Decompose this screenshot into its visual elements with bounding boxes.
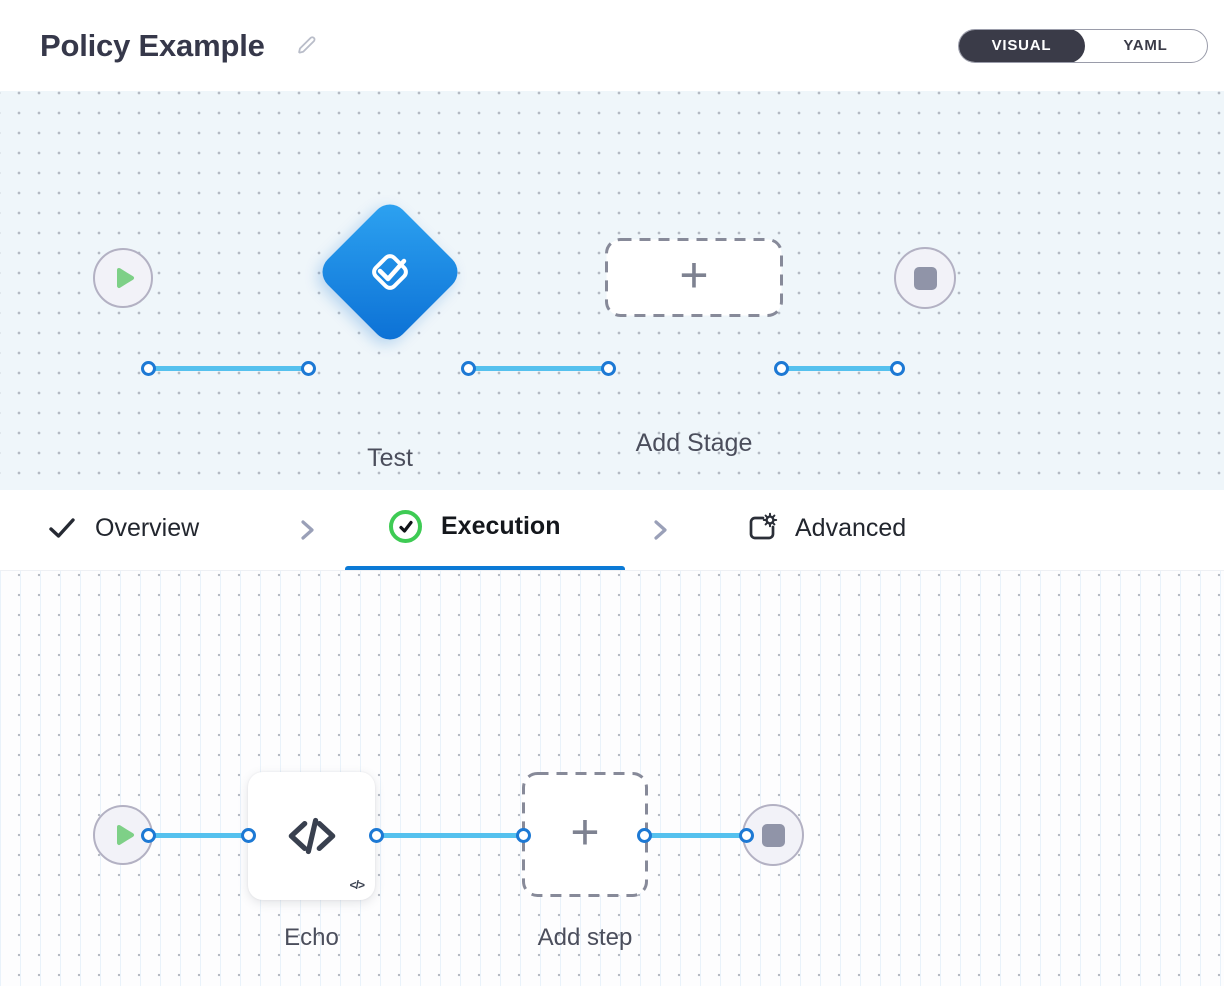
connector-line xyxy=(644,832,746,838)
tab-execution-label: Execution xyxy=(441,512,561,540)
connector-port[interactable] xyxy=(140,827,156,843)
advanced-settings-icon xyxy=(749,512,778,540)
connector-port[interactable] xyxy=(460,360,476,376)
add-step-button[interactable]: + xyxy=(522,772,648,897)
play-icon xyxy=(117,825,134,845)
connector-line xyxy=(376,832,523,838)
yaml-toggle-button[interactable]: YAML xyxy=(1123,37,1168,54)
plus-icon: + xyxy=(679,246,709,303)
visual-yaml-toggle: VISUAL YAML xyxy=(958,28,1208,63)
tab-advanced-label: Advanced xyxy=(795,513,907,542)
pipeline-start-node[interactable] xyxy=(93,248,153,308)
connector-port[interactable] xyxy=(738,827,754,843)
tab-execution[interactable]: Execution xyxy=(389,510,560,543)
echo-step-node[interactable]: </> xyxy=(248,772,375,900)
page-title: Policy Example xyxy=(40,27,265,63)
connector-line xyxy=(781,365,897,371)
connector-port[interactable] xyxy=(240,827,256,843)
plus-icon: + xyxy=(570,803,600,860)
step-canvas[interactable]: </> Echo + Add step xyxy=(0,571,1224,986)
check-icon xyxy=(49,518,75,538)
play-icon xyxy=(117,268,134,288)
chevron-right-icon xyxy=(654,520,667,540)
connector-line xyxy=(148,365,308,371)
stop-icon xyxy=(913,266,937,290)
stage-canvas[interactable]: Test + Add Stage xyxy=(0,91,1224,490)
connector-port[interactable] xyxy=(368,827,384,843)
add-stage-label: Add Stage xyxy=(635,429,753,457)
connector-line xyxy=(468,365,608,371)
echo-step-label: Echo xyxy=(284,924,339,951)
code-icon xyxy=(288,817,335,855)
shell-script-badge: </> xyxy=(349,878,365,892)
test-stage-label: Test xyxy=(367,444,413,472)
connector-port[interactable] xyxy=(636,827,652,843)
check-circle-icon xyxy=(389,510,422,543)
tab-advanced[interactable]: Advanced xyxy=(746,512,906,544)
stop-icon xyxy=(761,823,785,847)
dashed-border xyxy=(605,238,783,317)
tab-overview[interactable]: Overview xyxy=(46,512,199,544)
connector-port[interactable] xyxy=(889,360,905,376)
connector-port[interactable] xyxy=(515,827,531,843)
connector-port[interactable] xyxy=(140,360,156,376)
pipeline-end-node[interactable] xyxy=(894,247,956,309)
dashed-border xyxy=(522,772,648,897)
edit-pencil-icon[interactable] xyxy=(295,33,319,62)
connector-port[interactable] xyxy=(600,360,616,376)
test-stage-node[interactable] xyxy=(315,197,465,347)
stage-config-tabbar: Overview Execution xyxy=(0,490,1224,571)
add-stage-button[interactable]: + xyxy=(605,238,783,317)
visual-toggle-button[interactable]: VISUAL xyxy=(959,29,1085,62)
connector-line xyxy=(148,832,248,838)
header: Policy Example VISUAL YAML xyxy=(0,0,1224,91)
chevron-right-icon xyxy=(301,520,314,540)
connector-port[interactable] xyxy=(773,360,789,376)
active-tab-underline xyxy=(345,566,625,570)
connector-port[interactable] xyxy=(300,360,316,376)
tab-overview-label: Overview xyxy=(95,513,200,542)
add-step-label: Add step xyxy=(537,924,633,951)
